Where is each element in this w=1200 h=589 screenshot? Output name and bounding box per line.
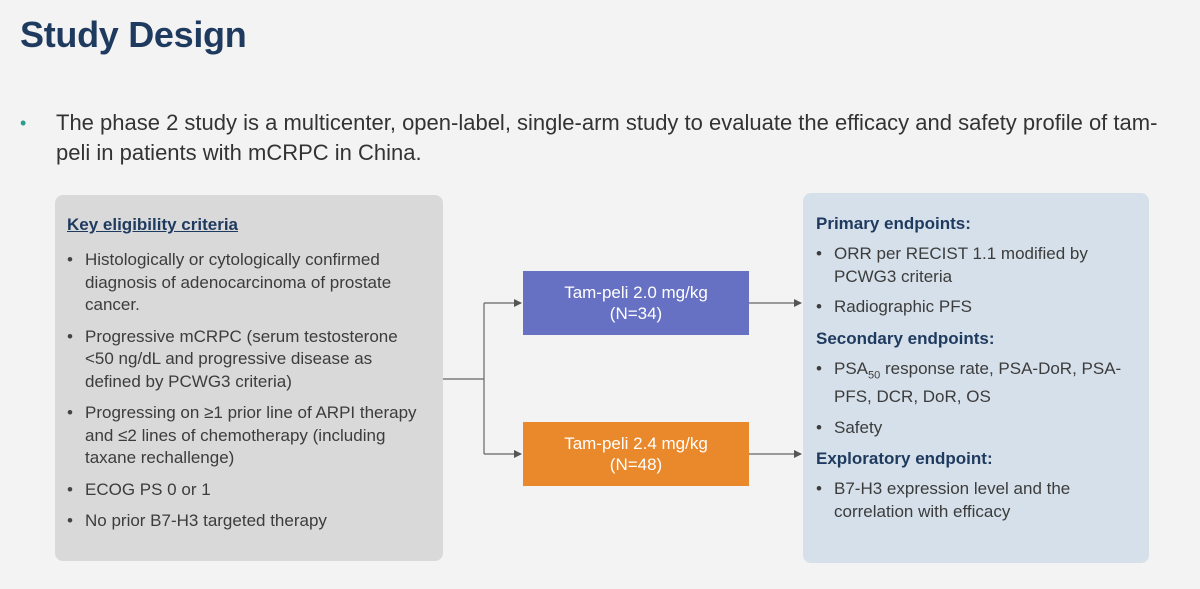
- arm-box-2-4-mgkg: Tam-peli 2.4 mg/kg (N=48): [523, 422, 749, 486]
- list-item: •ORR per RECIST 1.1 modified by PCWG3 cr…: [816, 243, 1137, 288]
- arm-label: Tam-peli 2.4 mg/kg: [564, 434, 708, 453]
- secondary-endpoints-list: • PSA50 response rate, PSA-DoR, PSA-PFS, …: [816, 358, 1137, 440]
- eligibility-heading: Key eligibility criteria: [67, 215, 239, 234]
- intro-text: The phase 2 study is a multicenter, open…: [56, 110, 1158, 165]
- list-item: •B7-H3 expression level and the correlat…: [816, 478, 1137, 523]
- arm-box-2-0-mgkg: Tam-peli 2.0 mg/kg (N=34): [523, 271, 749, 335]
- list-item: • PSA50 response rate, PSA-DoR, PSA-PFS, …: [816, 358, 1137, 409]
- bullet-icon: •: [67, 479, 73, 499]
- endpoints-box: Primary endpoints: •ORR per RECIST 1.1 m…: [803, 193, 1149, 563]
- bullet-icon: •: [67, 403, 73, 422]
- primary-endpoints-heading: Primary endpoints:: [816, 214, 971, 233]
- bullet-icon: •: [20, 113, 27, 133]
- bullet-icon: •: [816, 479, 822, 499]
- bullet-icon: •: [816, 358, 822, 378]
- exploratory-endpoint-heading: Exploratory endpoint:: [816, 449, 993, 469]
- bullet-icon: •: [816, 244, 822, 263]
- secondary-endpoints-heading: Secondary endpoints:: [816, 328, 995, 348]
- eligibility-box: Key eligibility criteria •Histologically…: [55, 195, 443, 561]
- bullet-icon: •: [67, 326, 73, 346]
- list-item: •Histologically or cytologically confirm…: [67, 249, 431, 317]
- list-item: •Progressing on ≥1 prior line of ARPI th…: [67, 402, 431, 470]
- page-title: Study Design: [20, 14, 247, 55]
- primary-endpoints-list: •ORR per RECIST 1.1 modified by PCWG3 cr…: [816, 243, 1137, 319]
- list-item: •ECOG PS 0 or 1: [67, 479, 431, 502]
- eligibility-list: •Histologically or cytologically confirm…: [67, 249, 431, 533]
- exploratory-endpoint-list: •B7-H3 expression level and the correlat…: [816, 478, 1137, 523]
- psa-endpoint-text: PSA50 response rate, PSA-DoR, PSA-PFS, D…: [834, 358, 1122, 407]
- list-item: •Progressive mCRPC (serum testosterone <…: [67, 326, 431, 394]
- bullet-icon: •: [816, 417, 822, 437]
- arm-n: (N=34): [609, 304, 663, 323]
- list-item: •Safety: [816, 417, 1137, 440]
- intro-bullet: • The phase 2 study is a multicenter, op…: [20, 108, 1180, 168]
- arm-label: Tam-peli 2.0 mg/kg: [564, 283, 708, 302]
- bullet-icon: •: [67, 511, 73, 530]
- bullet-icon: •: [816, 297, 822, 316]
- list-item: •Radiographic PFS: [816, 296, 1137, 319]
- list-item: •No prior B7-H3 targeted therapy: [67, 510, 431, 533]
- arm-n: (N=48): [609, 455, 663, 474]
- bullet-icon: •: [67, 250, 73, 269]
